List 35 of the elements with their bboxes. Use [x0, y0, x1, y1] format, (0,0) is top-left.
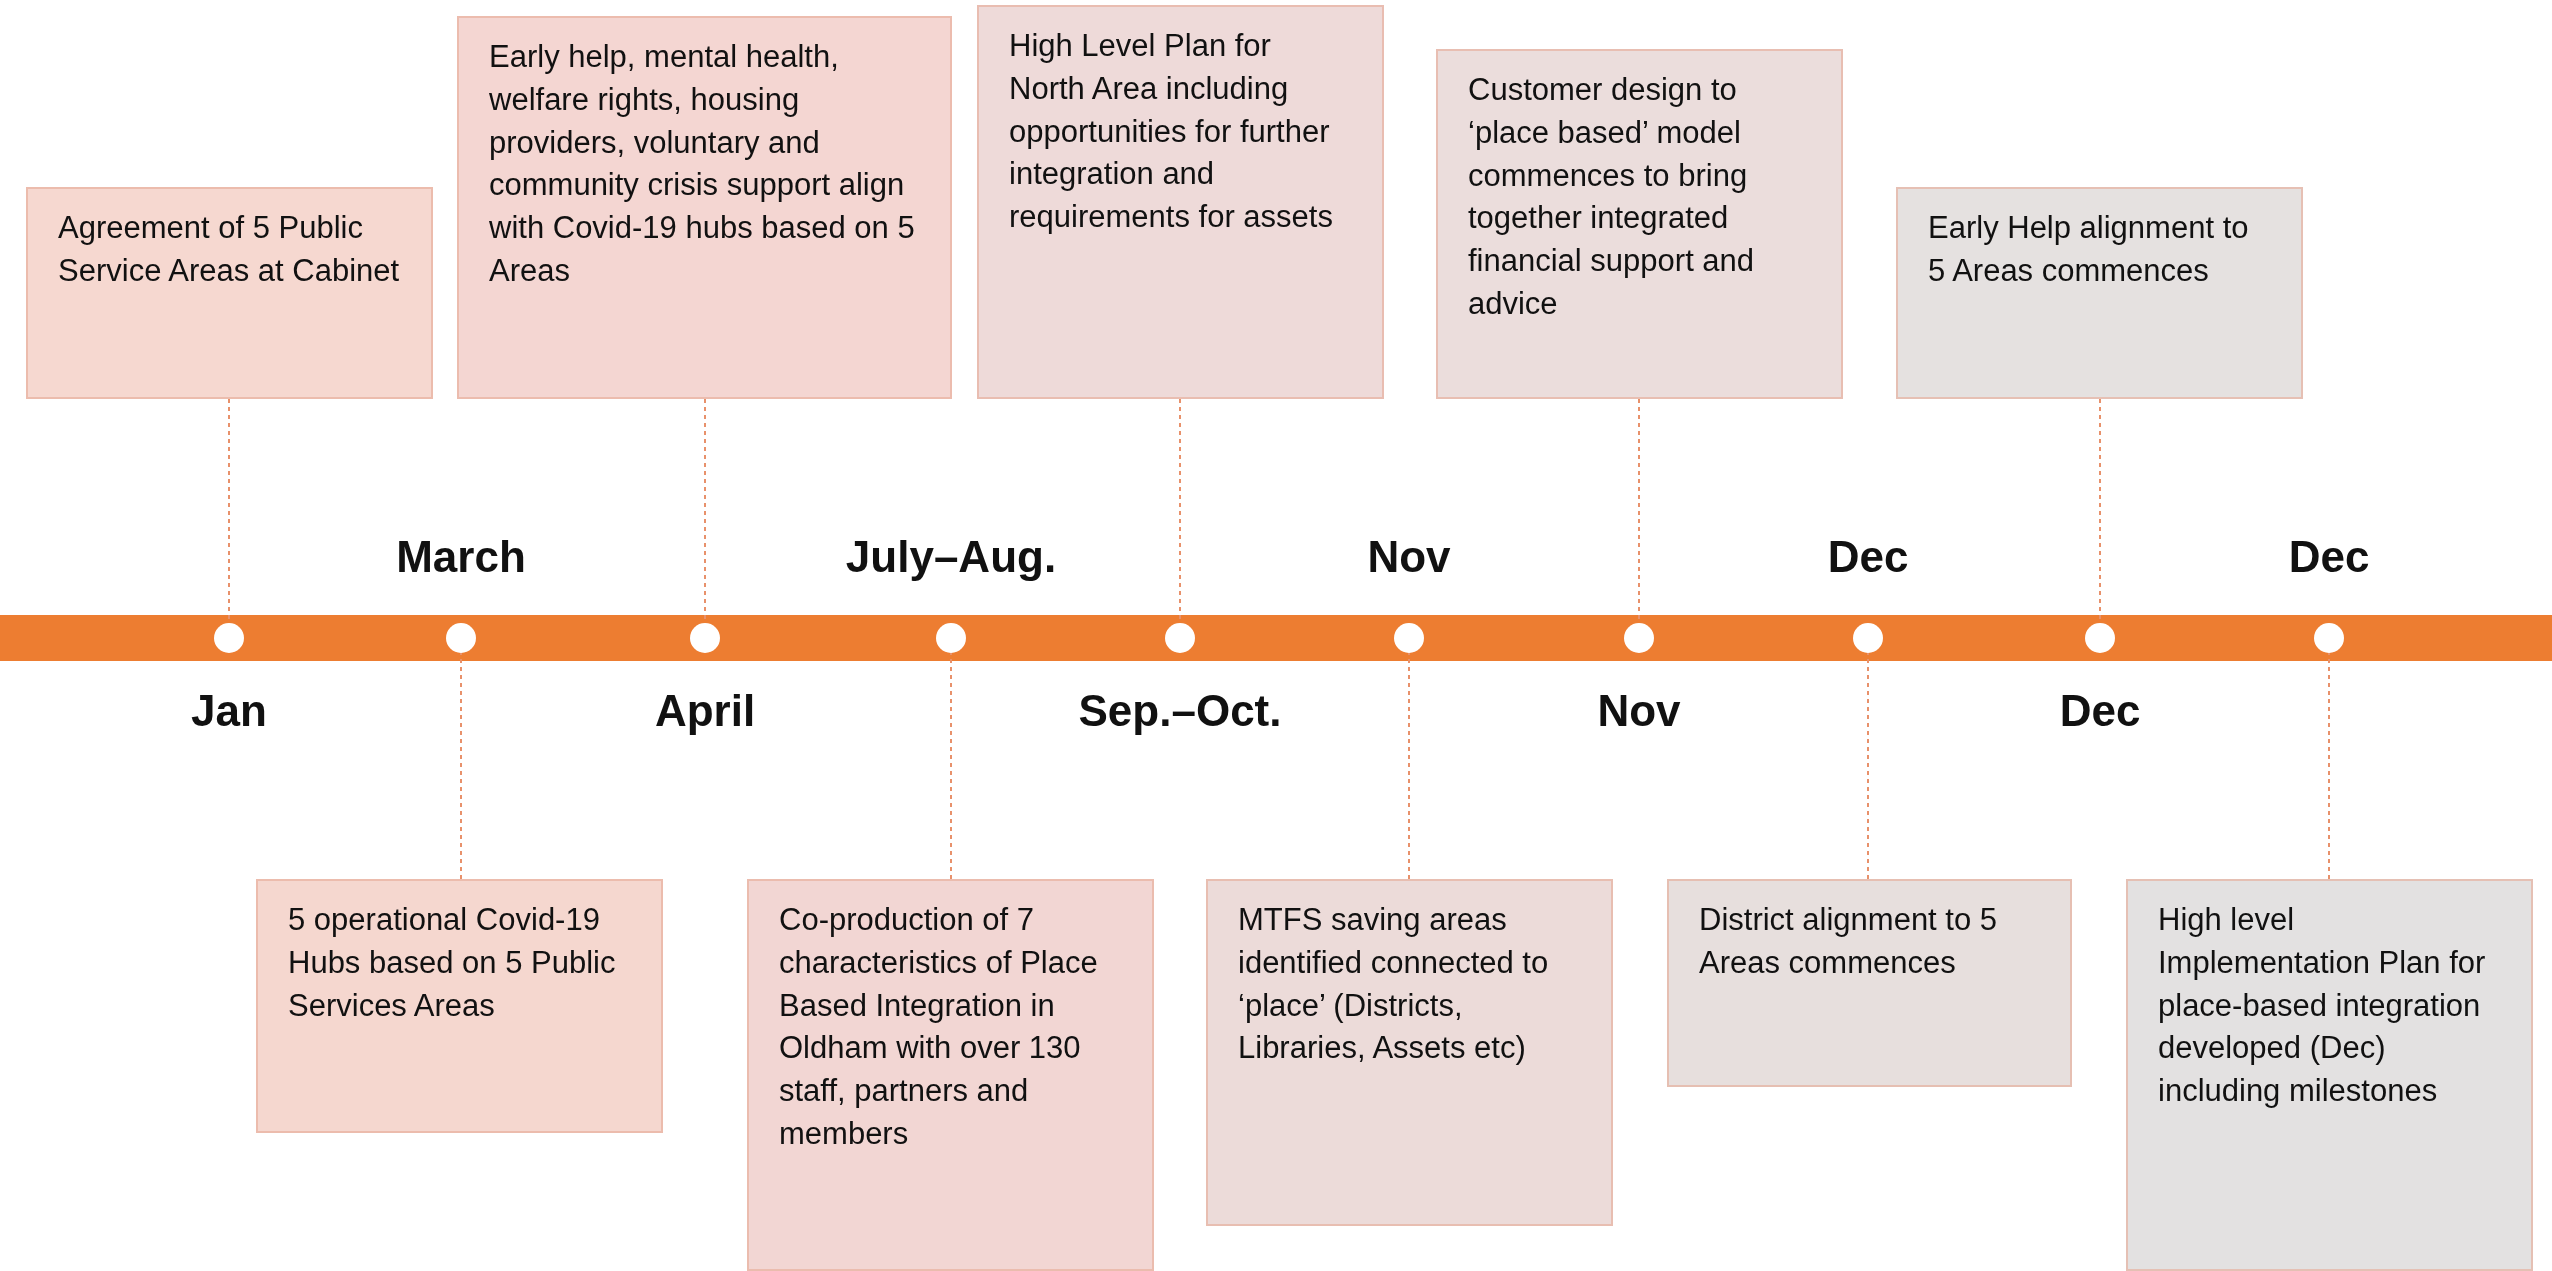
leader-line — [2328, 652, 2330, 880]
milestone-box — [1206, 879, 1613, 1226]
month-label: Nov — [1367, 532, 1451, 582]
milestone-text: 5 operational Covid-19 Hubs based on 5 Public Services Areas — [288, 901, 617, 1025]
leader-line — [950, 652, 952, 880]
month-label: July–Aug. — [845, 532, 1057, 582]
milestone-text: High level Implementation Plan for place-based integration developed (Dec) including milestones — [2158, 901, 2487, 1111]
month-label: Dec — [2288, 532, 2370, 582]
milestone-box — [1436, 49, 1843, 399]
milestone-text: High Level Plan for North Area including opportunities for further integration and requirements for assets — [1009, 27, 1334, 237]
milestone-text: Agreement of 5 Public Service Areas at Cabinet — [58, 209, 401, 290]
milestone-box — [26, 187, 433, 399]
milestone-text: District alignment to 5 Areas commences — [1699, 901, 1999, 982]
month-label: March — [396, 532, 526, 582]
leader-line — [460, 652, 462, 880]
milestone-text: Co-production of 7 characteristics of Place Based Integration in Oldham with over 130 staff, partners and members — [779, 901, 1099, 1153]
month-label: Sep.–Oct. — [1078, 686, 1282, 736]
month-label: Dec — [1827, 532, 1909, 582]
month-label: Jan — [191, 686, 267, 736]
milestone-box — [256, 879, 663, 1133]
milestone-text: Customer design to ‘place based’ model commences to bring together integrated financial support and advice — [1468, 71, 1756, 323]
milestone-box — [977, 5, 1384, 399]
month-label: Dec — [2059, 686, 2141, 736]
milestone-box — [1667, 879, 2072, 1087]
milestone-box — [747, 879, 1154, 1271]
month-label: April — [654, 686, 756, 736]
month-label: Nov — [1597, 686, 1681, 736]
leader-line — [1867, 652, 1869, 880]
milestone-box — [457, 16, 952, 399]
milestone-box — [2126, 879, 2533, 1271]
milestone-text: Early Help alignment to 5 Areas commences — [1928, 209, 2250, 290]
milestone-text: MTFS saving areas identified connected to ‘place’ (Districts, Libraries, Assets etc) — [1238, 901, 1550, 1068]
milestone-text: Early help, mental health, welfare rights, housing providers, voluntary and community crisis support align with Covid-19 hubs based on 5 Areas — [489, 38, 916, 290]
leader-line — [1408, 652, 1410, 880]
milestone-box — [1896, 187, 2303, 399]
